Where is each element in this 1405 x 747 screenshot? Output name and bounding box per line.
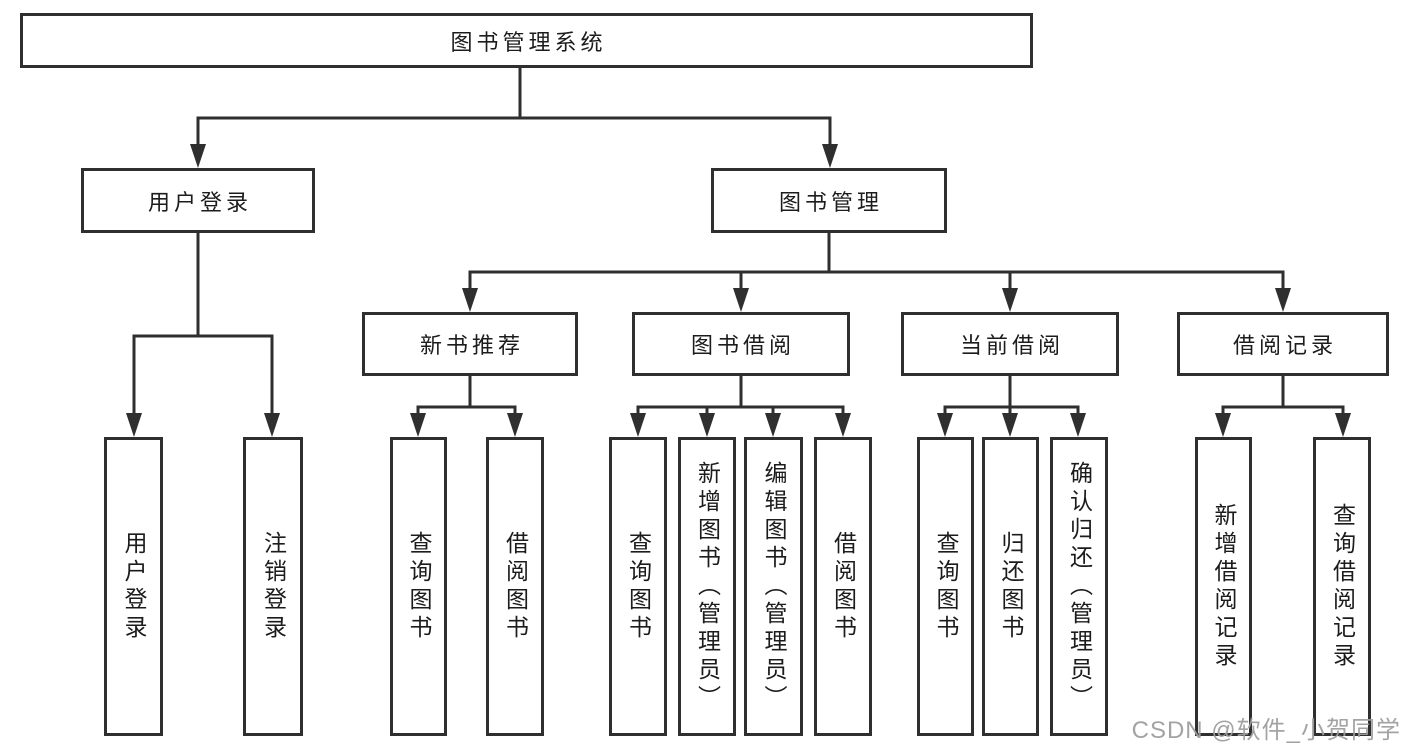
arrow-down-icon <box>699 413 715 437</box>
node-leaf-borrow-books-2: 借阅图书 <box>814 437 872 736</box>
arrow-down-icon <box>937 413 953 437</box>
node-leaf-add-books-admin: 新增图书（管理员） <box>678 437 736 736</box>
arrow-down-icon <box>126 413 142 437</box>
arrow-down-icon <box>1002 288 1018 312</box>
watermark: CSDN @软件_小贺同学 <box>1131 717 1401 744</box>
node-book-borrowing: 图书借阅 <box>632 312 850 376</box>
arrow-down-icon <box>1275 288 1291 312</box>
node-book-management: 图书管理 <box>711 168 947 233</box>
arrow-down-icon <box>765 413 781 437</box>
node-leaf-user-login: 用户登录 <box>104 437 163 736</box>
arrow-down-icon <box>462 288 478 312</box>
arrow-down-icon <box>630 413 646 437</box>
arrow-down-icon <box>1215 413 1231 437</box>
arrow-down-icon <box>1335 413 1351 437</box>
node-leaf-query-books-2: 查询图书 <box>609 437 667 736</box>
node-leaf-query-books-1: 查询图书 <box>390 437 447 736</box>
node-leaf-add-borrow-record: 新增借阅记录 <box>1195 437 1252 736</box>
arrow-down-icon <box>835 413 851 437</box>
node-leaf-borrow-books-1: 借阅图书 <box>486 437 544 736</box>
arrow-down-icon <box>264 413 280 437</box>
node-leaf-query-books-3: 查询图书 <box>917 437 974 736</box>
arrow-down-icon <box>822 144 838 168</box>
arrow-down-icon <box>733 288 749 312</box>
node-user-login: 用户登录 <box>81 168 315 233</box>
node-current-borrowing: 当前借阅 <box>901 312 1119 376</box>
arrow-down-icon <box>1070 413 1086 437</box>
node-leaf-confirm-return-admin: 确认归还（管理员） <box>1050 437 1108 736</box>
node-leaf-return-books: 归还图书 <box>982 437 1039 736</box>
node-leaf-edit-books-admin: 编辑图书（管理员） <box>744 437 803 736</box>
node-new-book-recommendation: 新书推荐 <box>362 312 578 376</box>
arrow-down-icon <box>410 413 426 437</box>
node-leaf-logout: 注销登录 <box>243 437 303 736</box>
arrowheads <box>126 144 1351 437</box>
arrow-down-icon <box>190 144 206 168</box>
node-library-management-system: 图书管理系统 <box>20 13 1033 68</box>
node-borrowing-records: 借阅记录 <box>1177 312 1389 376</box>
connector-lines <box>132 66 1345 421</box>
arrow-down-icon <box>1002 413 1018 437</box>
arrow-down-icon <box>507 413 523 437</box>
node-leaf-query-borrow-record: 查询借阅记录 <box>1313 437 1371 736</box>
